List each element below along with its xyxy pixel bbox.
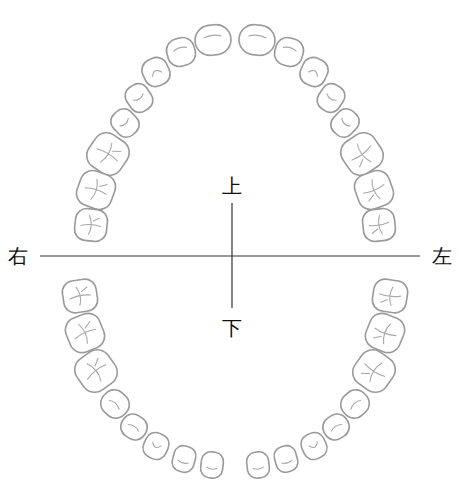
tooth [200, 451, 225, 479]
tooth [140, 429, 173, 463]
tooth [362, 310, 409, 357]
tooth [361, 207, 396, 242]
direction-label: 右 [8, 245, 28, 267]
tooth [193, 23, 232, 57]
tooth [298, 429, 331, 463]
tooth [351, 167, 397, 213]
tooth [246, 451, 271, 479]
direction-label: 左 [432, 245, 452, 267]
tooth [237, 23, 276, 57]
tooth [371, 278, 409, 315]
direction-label: 下 [222, 317, 242, 339]
midline-horizontal [40, 255, 420, 256]
tooth [170, 444, 198, 475]
tooth [272, 444, 300, 475]
tooth [73, 207, 108, 242]
teeth-group [61, 23, 409, 479]
midline-vertical [231, 203, 232, 308]
tooth [164, 35, 199, 70]
tooth [61, 278, 99, 315]
direction-label: 上 [222, 175, 242, 197]
tooth [272, 35, 307, 70]
tooth [73, 167, 119, 213]
tooth [62, 310, 109, 357]
